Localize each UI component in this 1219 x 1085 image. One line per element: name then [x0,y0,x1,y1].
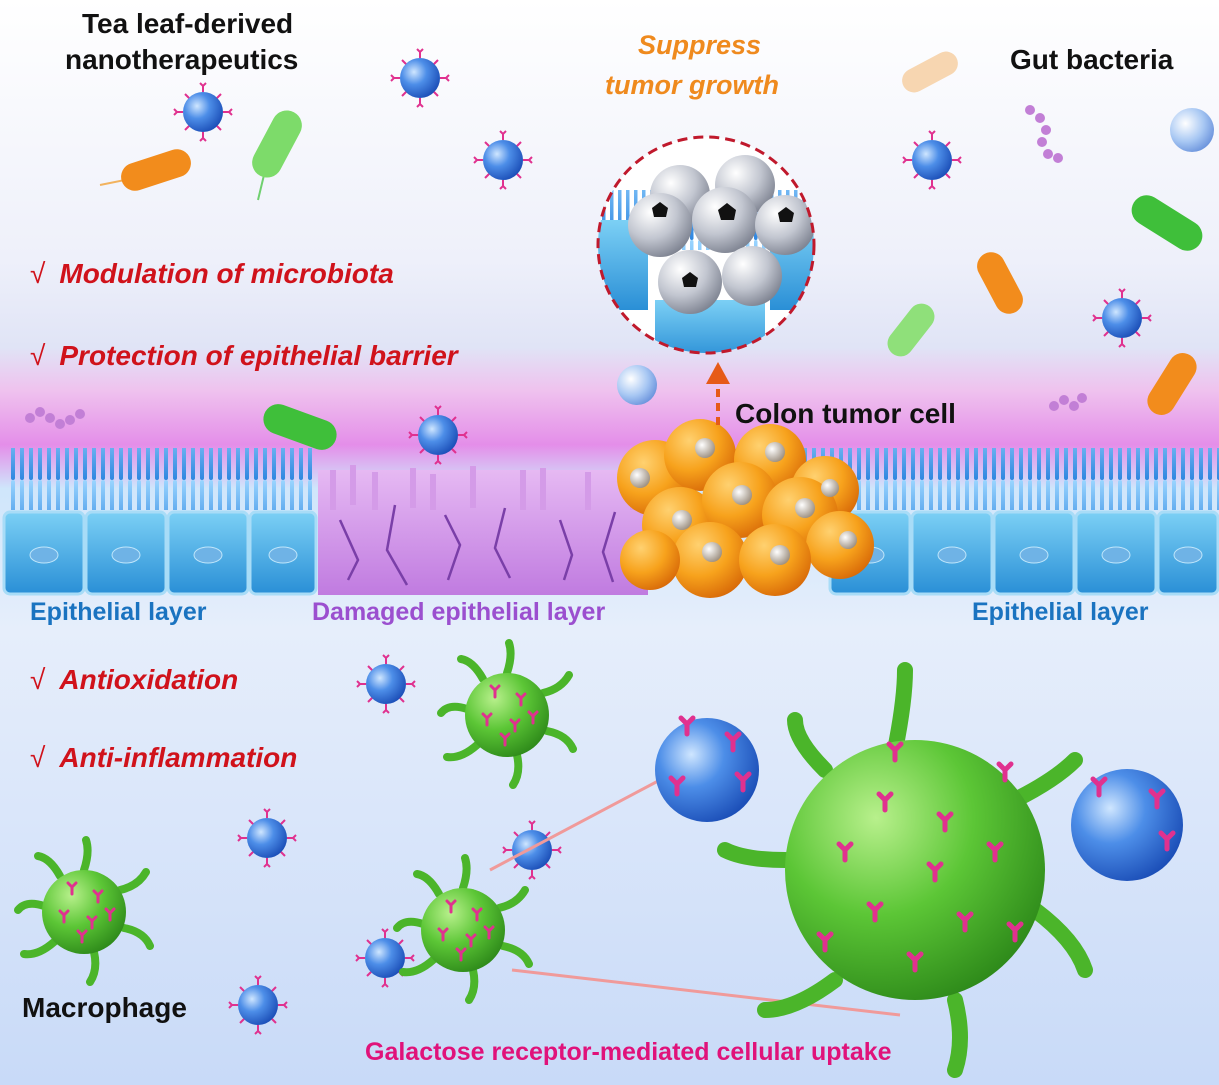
label-suppress-line1: Suppress [638,30,762,60]
label-macrophage: Macrophage [22,992,187,1023]
label-colon-tumor-cell: Colon tumor cell [735,398,956,429]
benefit-text: Modulation of microbiota [59,258,394,289]
benefit-text: Anti-inflammation [59,742,298,773]
check-icon: √ [30,742,46,773]
label-tea-nanotherapeutics-line2: nanotherapeutics [65,44,299,75]
benefit-item: √ Antioxidation [30,664,238,696]
label-gut-bacteria: Gut bacteria [1010,44,1174,75]
check-icon: √ [30,258,46,289]
label-damaged-epithelial-layer: Damaged epithelial layer [312,598,606,626]
label-epithelial-layer-right: Epithelial layer [972,598,1149,626]
label-galactose-uptake: Galactose receptor-mediated cellular upt… [365,1038,892,1066]
check-icon: √ [30,340,46,371]
benefit-text: Protection of epithelial barrier [59,340,458,371]
benefit-item: √ Anti-inflammation [30,742,297,774]
check-icon: √ [30,664,46,695]
benefit-item: √ Protection of epithelial barrier [30,340,458,372]
label-tea-nanotherapeutics-line1: Tea leaf-derived [82,8,294,39]
label-suppress-line2: tumor growth [605,70,779,100]
benefit-item: √ Modulation of microbiota [30,258,394,290]
label-epithelial-layer-left: Epithelial layer [30,598,207,626]
benefit-text: Antioxidation [59,664,239,695]
